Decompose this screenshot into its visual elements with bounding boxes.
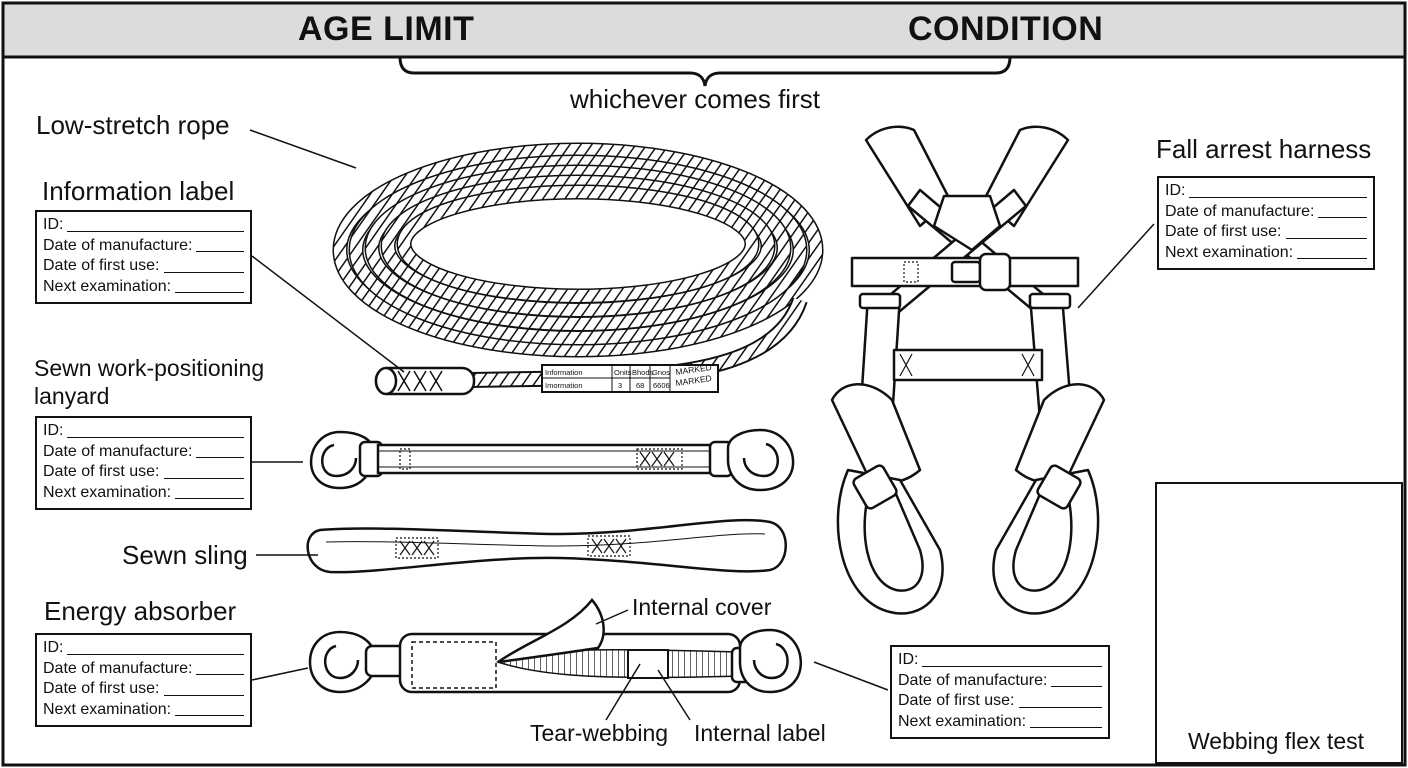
field-date-of-manufacture: Date of manufacture:: [898, 671, 1048, 689]
rope-tag-cell: 6606: [653, 381, 670, 390]
field-date-of-first-use: Date of first use:: [1165, 223, 1282, 240]
field-date-of-first-use: Date of first use:: [43, 257, 160, 274]
rope-tag-cell: Imormation: [545, 381, 583, 390]
flex-test-panel: [1155, 482, 1403, 764]
leader-energy-absorber: [251, 667, 309, 681]
field-id: ID:: [43, 422, 64, 439]
callout-fall-arrest-harness: Fall arrest harness: [1156, 134, 1372, 164]
leader-internal-cover: [595, 609, 629, 625]
lanyard-illustration: [309, 428, 795, 492]
field-next-examination: Next examination:: [898, 712, 1027, 730]
callout-tear-webbing: Tear-webbing: [530, 720, 669, 746]
info-label-rope: ID: Date of manufacture: Date of first u…: [35, 210, 252, 304]
age-limit-heading: AGE LIMIT: [298, 10, 475, 48]
field-next-examination: Next examination:: [43, 483, 172, 501]
info-label-harness: ID: Date of manufacture: Date of first u…: [1157, 176, 1375, 270]
rope-tag-cell: Onits: [614, 368, 632, 377]
info-label-energy-absorber: ID: Date of manufacture: Date of first u…: [35, 633, 252, 727]
field-next-examination: Next examination:: [43, 277, 172, 295]
callout-sewn-sling: Sewn sling: [122, 540, 248, 570]
callout-energy-absorber: Energy absorber: [44, 596, 237, 626]
energy-absorber-illustration: [308, 598, 802, 694]
sling-illustration: [306, 518, 787, 574]
leader-info-label: [251, 255, 405, 373]
rope-tag-cell: Gnos: [652, 368, 670, 377]
header-band: [1, 1, 1407, 59]
rope-tag-cell: Information: [545, 368, 583, 377]
rope-coil: Information Onits Bhods Gnos Imormation …: [332, 142, 824, 396]
field-next-examination: Next examination:: [1165, 243, 1294, 261]
brace-bracket: [398, 56, 1012, 87]
callout-low-stretch-rope: Low-stretch rope: [36, 110, 230, 140]
leader-absorber-info: [813, 661, 889, 691]
field-date-of-manufacture: Date of manufacture:: [1165, 202, 1315, 220]
callout-webbing-flex-test: Webbing flex test: [1188, 728, 1365, 754]
field-id: ID:: [898, 651, 919, 668]
leader-tear-webbing: [605, 663, 641, 721]
callout-information-label: Information label: [42, 176, 235, 206]
field-date-of-first-use: Date of first use:: [898, 692, 1015, 709]
brace-caption: whichever comes first: [570, 84, 820, 114]
leader-lines: [249, 129, 1155, 721]
callout-lanyard-line2: lanyard: [34, 383, 110, 409]
harness-illustration: [830, 125, 1106, 615]
field-date-of-manufacture: Date of manufacture:: [43, 236, 193, 254]
field-date-of-manufacture: Date of manufacture:: [43, 659, 193, 677]
callout-internal-label: Internal label: [694, 720, 826, 746]
leader-rope: [249, 129, 357, 169]
field-date-of-manufacture: Date of manufacture:: [43, 442, 193, 460]
rope-tag-cell: 68: [636, 381, 644, 390]
callout-internal-cover: Internal cover: [632, 594, 772, 620]
leader-harness: [1077, 223, 1155, 309]
field-date-of-first-use: Date of first use:: [43, 680, 160, 697]
condition-heading: CONDITION: [908, 10, 1104, 48]
info-label-lanyard: ID: Date of manufacture: Date of first u…: [35, 416, 252, 510]
callout-lanyard-line1: Sewn work-positioning: [34, 355, 265, 381]
info-label-absorber-condition: ID: Date of manufacture: Date of first u…: [890, 645, 1110, 739]
field-id: ID:: [43, 639, 64, 656]
field-id: ID:: [1165, 182, 1186, 199]
field-next-examination: Next examination:: [43, 700, 172, 718]
rope-tag-cell: Bhods: [632, 368, 654, 377]
field-date-of-first-use: Date of first use:: [43, 463, 160, 480]
leader-internal-label: [657, 669, 691, 721]
field-id: ID:: [43, 216, 64, 233]
rope-tag-cell: 3: [618, 381, 622, 390]
